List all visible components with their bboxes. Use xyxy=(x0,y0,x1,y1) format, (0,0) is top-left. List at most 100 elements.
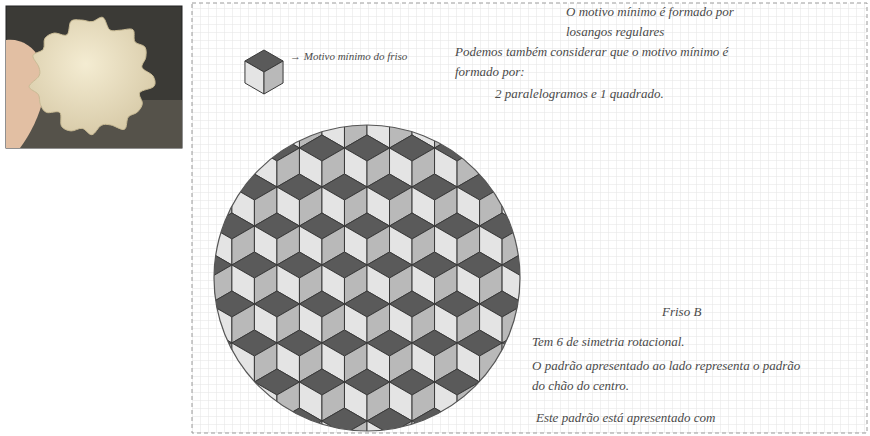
cube xyxy=(232,96,277,148)
left-rhombus xyxy=(142,187,165,226)
top-rhombus xyxy=(480,135,525,161)
top-rhombus xyxy=(367,96,412,122)
cube xyxy=(254,0,299,31)
right-rhombus xyxy=(570,265,593,304)
left-rhombus xyxy=(119,0,142,31)
right-rhombus xyxy=(367,70,390,109)
top-rhombus xyxy=(322,96,367,122)
top-rhombus xyxy=(277,18,322,44)
cube xyxy=(142,174,187,226)
top-rhombus xyxy=(570,291,615,317)
cube xyxy=(502,96,547,148)
right-rhombus xyxy=(277,382,300,421)
cube xyxy=(164,213,209,265)
right-rhombus xyxy=(187,304,210,343)
left-rhombus xyxy=(277,421,300,436)
cube xyxy=(187,174,232,226)
top-rhombus xyxy=(232,96,277,122)
left-rhombus xyxy=(119,148,142,187)
cube xyxy=(367,408,412,436)
right-rhombus xyxy=(232,0,255,31)
right-rhombus xyxy=(254,109,277,148)
right-rhombus xyxy=(525,109,548,148)
left-rhombus xyxy=(187,187,210,226)
right-rhombus xyxy=(142,382,165,421)
cube xyxy=(119,0,164,31)
top-rhombus xyxy=(164,135,209,161)
left-rhombus xyxy=(367,421,390,436)
right-rhombus xyxy=(480,343,503,382)
cube xyxy=(164,135,209,187)
top-rhombus xyxy=(209,57,254,83)
cube xyxy=(547,252,592,304)
left-rhombus xyxy=(547,109,570,148)
top-rhombus xyxy=(164,369,209,395)
cube xyxy=(344,0,389,31)
top-rhombus xyxy=(187,408,232,434)
left-rhombus xyxy=(187,343,210,382)
right-rhombus xyxy=(209,109,232,148)
right-rhombus xyxy=(232,382,255,421)
left-rhombus xyxy=(232,421,255,436)
right-rhombus xyxy=(254,421,277,436)
top-rhombus xyxy=(164,0,209,5)
right-rhombus xyxy=(480,109,503,148)
right-rhombus xyxy=(164,421,187,436)
right-rhombus xyxy=(142,304,165,343)
cube xyxy=(164,291,209,343)
right-rhombus xyxy=(480,421,503,436)
left-rhombus xyxy=(119,226,142,265)
cube xyxy=(142,18,187,70)
cube xyxy=(254,369,299,421)
ceramic-tile xyxy=(29,17,155,134)
left-rhombus xyxy=(547,265,570,304)
top-rhombus xyxy=(142,330,187,356)
right-rhombus xyxy=(209,421,232,436)
cube xyxy=(525,57,570,109)
top-rhombus xyxy=(457,18,502,44)
left-rhombus xyxy=(457,109,480,148)
top-rhombus xyxy=(570,135,615,161)
cube xyxy=(525,0,570,31)
left-rhombus xyxy=(435,70,458,109)
top-rhombus xyxy=(232,408,277,434)
cube xyxy=(119,57,164,109)
left-rhombus xyxy=(570,226,593,265)
cube xyxy=(187,408,232,436)
cube xyxy=(570,57,615,109)
right-rhombus xyxy=(547,226,570,265)
cube xyxy=(525,213,570,265)
right-rhombus xyxy=(187,148,210,187)
top-rhombus xyxy=(502,174,547,200)
cube xyxy=(119,369,164,421)
right-rhombus xyxy=(187,382,210,421)
photo xyxy=(6,6,182,148)
left-rhombus xyxy=(525,148,548,187)
right-rhombus xyxy=(142,70,165,109)
top-rhombus xyxy=(119,57,164,83)
right-rhombus xyxy=(164,31,187,70)
right-rhombus xyxy=(322,70,345,109)
photo-background xyxy=(6,6,182,148)
cube xyxy=(209,369,254,421)
right-rhombus xyxy=(187,70,210,109)
right-rhombus xyxy=(254,31,277,70)
top-rhombus xyxy=(547,252,592,278)
top-rhombus xyxy=(119,213,164,239)
left-rhombus xyxy=(390,0,413,31)
cube xyxy=(164,0,209,31)
cube xyxy=(142,330,187,382)
left-rhombus xyxy=(209,382,232,421)
left-rhombus xyxy=(480,382,503,421)
left-rhombus xyxy=(209,0,232,31)
cube xyxy=(570,213,615,265)
right-rhombus xyxy=(187,0,210,31)
cube xyxy=(142,408,187,436)
top-rhombus xyxy=(209,135,254,161)
left-rhombus xyxy=(187,109,210,148)
top-rhombus xyxy=(142,252,187,278)
cube xyxy=(187,330,232,382)
left-rhombus xyxy=(119,70,142,109)
top-rhombus xyxy=(142,408,187,434)
left-rhombus xyxy=(142,109,165,148)
